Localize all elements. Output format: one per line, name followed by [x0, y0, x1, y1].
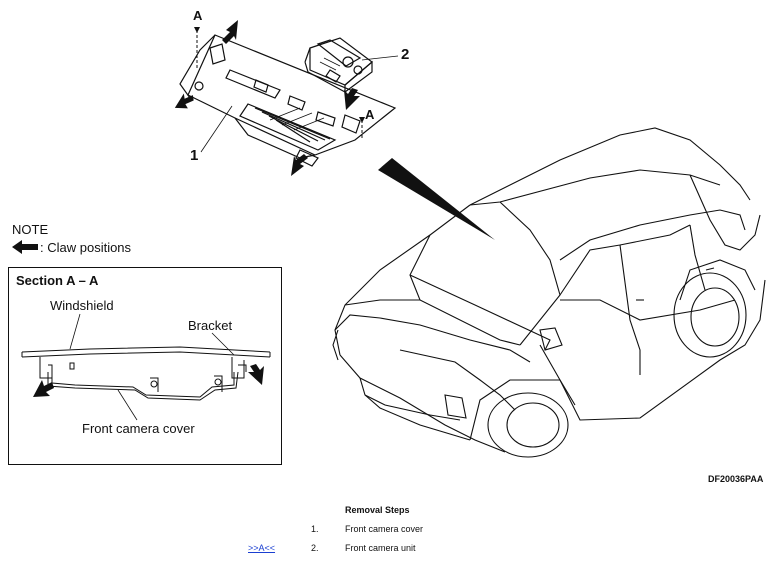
section-drawing: [21, 346, 271, 401]
claw-arrows-top: [174, 20, 360, 176]
callout-1-leader: [200, 105, 233, 153]
bracket-label: Bracket: [188, 318, 233, 333]
note-claw-label: : Claw positions: [40, 240, 132, 255]
step-1-number: 1.: [311, 524, 319, 534]
claw-legend-arrow: [12, 240, 38, 254]
front-camera-cover-label: Front camera cover: [82, 421, 195, 436]
front-camera-cover-drawing: [179, 34, 397, 167]
section-title: Section A – A: [16, 273, 99, 288]
step-2-reference-link[interactable]: >>A<<: [248, 543, 276, 553]
callout-2: 2: [401, 46, 410, 63]
vehicle-drawing: [332, 127, 766, 458]
callout-1: 1: [190, 147, 199, 164]
front-camera-unit-drawing: [304, 37, 373, 94]
pointer-wedge: [378, 158, 495, 240]
section-mark-right: A: [365, 107, 375, 122]
removal-steps-title: Removal Steps: [345, 505, 410, 515]
section-cut-marks: [194, 27, 365, 140]
step-1-label: Front camera cover: [345, 524, 424, 534]
note-title: NOTE: [12, 222, 49, 237]
section-claw-arrows: [33, 364, 264, 397]
figure-code: DF20036PAA: [708, 474, 764, 484]
section-box: [8, 267, 282, 465]
windshield-label: Windshield: [50, 298, 114, 313]
step-2-number: 2.: [311, 543, 319, 553]
callout-2-leader: [361, 55, 399, 61]
section-leaders: [69, 313, 235, 421]
section-mark-top: A: [193, 8, 203, 23]
step-2-label: Front camera unit: [345, 543, 416, 553]
